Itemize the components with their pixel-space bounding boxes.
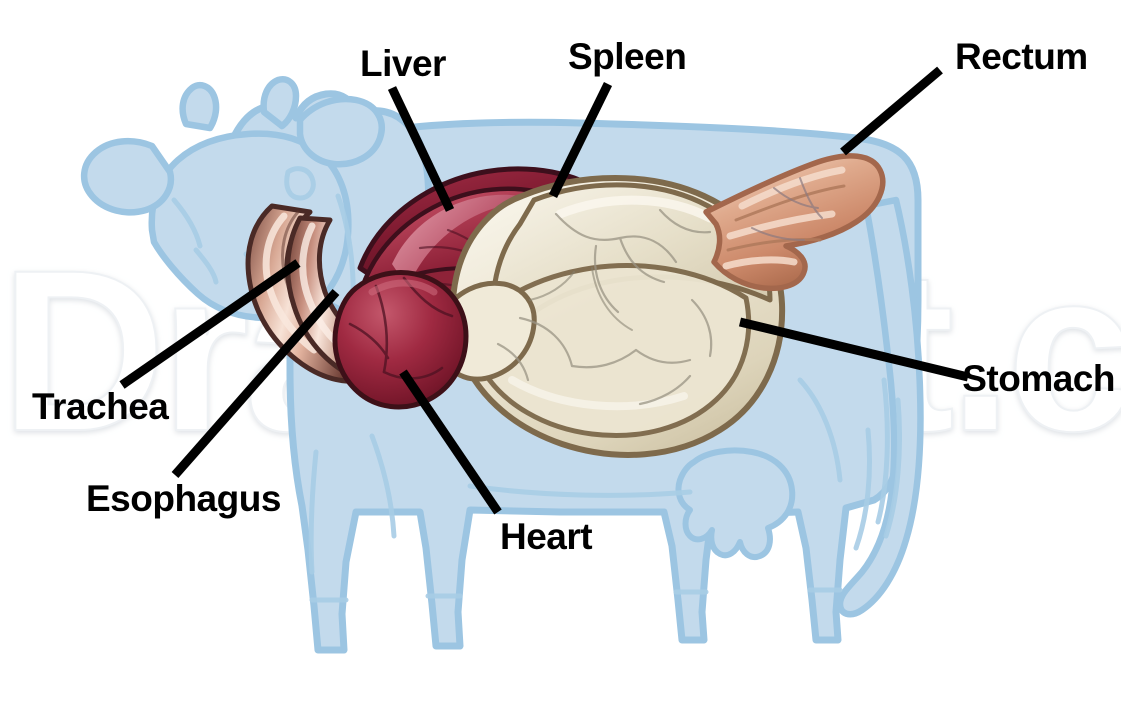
label-rectum: Rectum: [955, 36, 1088, 77]
organ-stomach: [436, 175, 786, 458]
cow-horn-left: [179, 82, 220, 132]
cow-tail-strand-1: [875, 377, 890, 525]
cow-foreleg-line-2: [308, 449, 319, 575]
label-heart: Heart: [500, 516, 593, 557]
cow-tail-strand-2: [883, 397, 902, 539]
label-spleen: Spleen: [568, 36, 687, 77]
cow-belly-line: [467, 483, 693, 498]
label-esophagus: Esophagus: [86, 478, 281, 519]
cow-horn-right: [260, 76, 300, 130]
cow-ear-right: [296, 95, 385, 168]
label-stomach: Stomach: [962, 358, 1115, 399]
cow-foreleg-line: [369, 433, 397, 539]
organ-rectum: [703, 153, 886, 292]
leader-line-spleen: [548, 82, 613, 198]
cow-haunch-line: [797, 377, 843, 483]
leader-line-liver: [387, 86, 455, 212]
leader-line-stomach: [738, 317, 970, 382]
cow-tail-strand-3: [853, 427, 872, 551]
organ-heart: [332, 270, 469, 410]
cow-cheek-line: [171, 197, 203, 249]
cow-udder: [675, 447, 796, 560]
leader-line-esophagus: [171, 289, 340, 478]
cow-head-detail-1: [193, 247, 219, 285]
cow-ear-left: [81, 137, 175, 216]
leader-line-heart: [399, 369, 502, 515]
leader-line-rectum: [840, 66, 943, 156]
label-trachea: Trachea: [32, 386, 169, 427]
leader-line-trachea: [119, 259, 301, 389]
label-liver: Liver: [360, 43, 446, 84]
cow-eye: [284, 166, 316, 201]
